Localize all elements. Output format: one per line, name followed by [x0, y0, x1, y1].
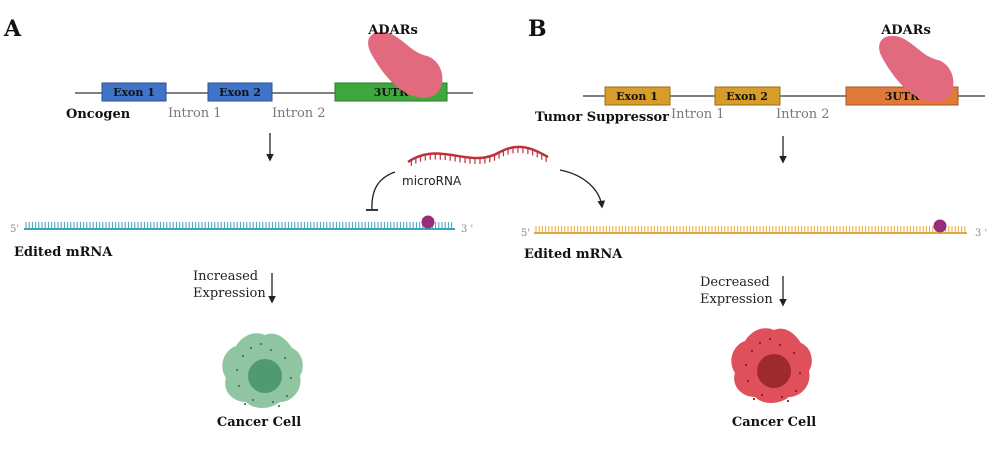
microrna-bases: [410, 146, 547, 166]
cancer-cell-b-granule: [798, 371, 802, 375]
cancer-cell-b-granule: [760, 393, 764, 397]
cancer-cell-b-granule: [750, 349, 754, 353]
cancer-cell-a-label: Cancer Cell: [217, 415, 301, 430]
intron-2-a-label: Intron 2: [272, 106, 326, 121]
cancer-cell-b-granule: [744, 363, 748, 367]
cancer-cell-a-granule: [243, 402, 247, 406]
enzyme-a-label: ADARs: [367, 23, 418, 38]
cancer-cell-a-granule: [259, 342, 263, 346]
expression-a-line1: Increased: [193, 269, 258, 284]
microrna-inhibition-line: [371, 171, 396, 211]
exon-1-b: [604, 86, 671, 106]
mrna-a-5prime: 5': [10, 224, 19, 235]
adar-enzyme-a: [368, 31, 443, 98]
microrna-arrow-b: [559, 169, 606, 209]
microrna-label: microRNA: [402, 174, 462, 188]
mrna-b-3prime: 3 ': [975, 228, 987, 239]
mrna-b-5prime: 5': [521, 228, 530, 239]
cancer-cell-a-granule: [289, 376, 293, 380]
cancer-cell-b-granule: [768, 337, 772, 341]
mrna-b-bases: [535, 226, 966, 233]
cancer-cell-b-granule: [746, 379, 750, 383]
exon-1-a: [101, 82, 167, 102]
edit-site-a: [421, 215, 435, 229]
mrna-a-label: Edited mRNA: [14, 245, 113, 260]
cancer-cell-a-granule: [269, 348, 273, 352]
cancer-cell-b-granule: [792, 351, 796, 355]
cancer-cell-b-granule: [780, 395, 784, 399]
expression-b-line1: Decreased: [700, 275, 770, 290]
mrna-a-3prime: 3 ': [461, 224, 473, 235]
cancer-cell-a-granule: [241, 354, 245, 358]
cancer-cell-b-label: Cancer Cell: [732, 415, 816, 430]
cancer-cell-a-granule: [237, 384, 241, 388]
exon-2-b: [714, 86, 781, 106]
exon-2-a: [207, 82, 273, 102]
panel-a-label: A: [3, 16, 22, 42]
expression-a-line2: Expression: [193, 286, 266, 301]
cancer-cell-a-granule: [277, 404, 281, 408]
cancer-cell-b-nucleus: [757, 354, 791, 388]
mrna-a-bases: [25, 222, 453, 229]
cancer-cell-a-granule: [285, 394, 289, 398]
cancer-cell-b-granule: [752, 397, 756, 401]
cancer-cell-a-granule: [249, 346, 253, 350]
cancer-cell-b-granule: [786, 399, 790, 403]
gene-a-name: Oncogen: [66, 107, 131, 122]
adar-enzyme-b: [879, 35, 954, 102]
intron-2-b-label: Intron 2: [776, 107, 830, 122]
exon-1-a-label: Exon 1: [113, 86, 155, 99]
cancer-cell-a-granule: [235, 368, 239, 372]
cancer-cell-a-granule: [271, 400, 275, 404]
cancer-cell-b-granule: [778, 343, 782, 347]
expression-b-line2: Expression: [700, 292, 773, 307]
mrna-b-label: Edited mRNA: [524, 247, 623, 262]
microrna-strand: [407, 145, 549, 164]
exon-2-a-label: Exon 2: [219, 86, 261, 99]
microrna: microRNA: [366, 145, 606, 211]
intron-1-a-label: Intron 1: [168, 106, 222, 121]
gene-b-name: Tumor Suppressor: [535, 110, 669, 125]
enzyme-b-label: ADARs: [880, 23, 931, 38]
exon-2-b-label: Exon 2: [726, 90, 768, 103]
cancer-cell-b-granule: [758, 341, 762, 345]
cancer-cell-a-nucleus: [248, 359, 282, 393]
panel-a: A Exon 1 Exon 2 3UTR ADARs Oncogen Intro…: [3, 16, 473, 430]
intron-1-b-label: Intron 1: [671, 107, 725, 122]
exon-1-b-label: Exon 1: [616, 90, 658, 103]
cancer-cell-a-granule: [251, 398, 255, 402]
edit-site-b: [933, 219, 947, 233]
cancer-cell-a-granule: [283, 356, 287, 360]
cancer-cell-b-granule: [794, 389, 798, 393]
panel-b-label: B: [528, 16, 547, 42]
panel-b: B Exon 1 Exon 2 3UTR ADARs Tumor Suppres…: [521, 16, 987, 430]
